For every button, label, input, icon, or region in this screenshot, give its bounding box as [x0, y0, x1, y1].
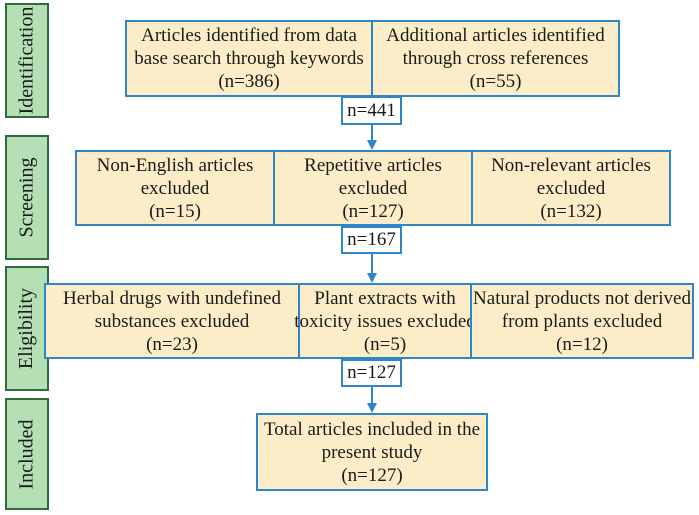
box-non-relevant-count: (n=132)	[540, 200, 602, 222]
box-plant-extracts-line2: toxicity issues excluded	[294, 310, 476, 332]
box-herbal-drugs-line1: Herbal drugs with undefined	[63, 287, 281, 309]
box-plant-extracts-count: (n=5)	[363, 333, 407, 355]
box-cross-references-count: (n=55)	[469, 71, 522, 92]
box-cross-references-line1: Additional articles identified	[386, 25, 605, 46]
box-natural-products: Natural products not derived from plants…	[470, 283, 694, 359]
box-natural-products-line2: from plants excluded	[501, 310, 663, 332]
box-non-relevant-line1: Non-relevant articles	[491, 154, 651, 176]
arrow-to-eligibility	[367, 254, 377, 283]
count-eligibility: n=127	[341, 359, 402, 387]
box-database-search: Articles identified from data base searc…	[125, 20, 373, 97]
box-herbal-drugs-count: (n=23)	[146, 333, 198, 355]
box-natural-products-line1: Natural products not derived	[473, 287, 691, 309]
box-non-relevant-line2: excluded	[536, 177, 606, 199]
box-repetitive-line2: excluded	[338, 177, 408, 199]
stage-eligibility: Eligibility	[5, 266, 49, 391]
stage-included: Included	[5, 398, 49, 510]
box-cross-references-line2: through cross references	[402, 48, 589, 69]
stage-identification: Identification	[5, 3, 49, 118]
count-screening-value: n=167	[347, 229, 396, 250]
box-repetitive: Repetitive articles excluded (n=127)	[273, 150, 473, 226]
box-non-english-line1: Non-English articles	[96, 154, 254, 176]
box-non-english: Non-English articles excluded (n=15)	[75, 150, 275, 226]
box-repetitive-line1: Repetitive articles	[304, 154, 442, 176]
box-total-included-line1: Total articles included in the	[263, 418, 481, 440]
box-total-included-line2: present study	[321, 441, 423, 463]
box-non-relevant: Non-relevant articles excluded (n=132)	[471, 150, 671, 226]
box-database-search-count: (n=386)	[218, 71, 280, 92]
count-screening: n=167	[341, 226, 402, 254]
box-plant-extracts-line1: Plant extracts with	[314, 287, 456, 309]
box-database-search-line1: Articles identified from data	[141, 25, 357, 46]
arrow-to-screening	[367, 125, 377, 150]
count-eligibility-value: n=127	[347, 362, 396, 383]
box-herbal-drugs-line2: substances excluded	[94, 310, 250, 332]
arrow-to-included	[367, 387, 377, 413]
count-identification: n=441	[341, 96, 402, 125]
box-cross-references: Additional articles identified through c…	[371, 20, 620, 97]
box-database-search-line2: base search through keywords	[134, 48, 364, 69]
box-plant-extracts: Plant extracts with toxicity issues excl…	[294, 283, 476, 359]
box-herbal-drugs: Herbal drugs with undefined substances e…	[44, 283, 300, 359]
box-natural-products-count: (n=12)	[556, 333, 608, 355]
count-identification-value: n=441	[347, 99, 396, 121]
box-total-included: Total articles included in the present s…	[256, 413, 488, 491]
box-repetitive-count: (n=127)	[342, 200, 404, 222]
box-total-included-count: (n=127)	[341, 464, 403, 486]
box-non-english-count: (n=15)	[149, 200, 201, 222]
stage-screening: Screening	[5, 135, 49, 260]
box-non-english-line2: excluded	[140, 177, 210, 199]
